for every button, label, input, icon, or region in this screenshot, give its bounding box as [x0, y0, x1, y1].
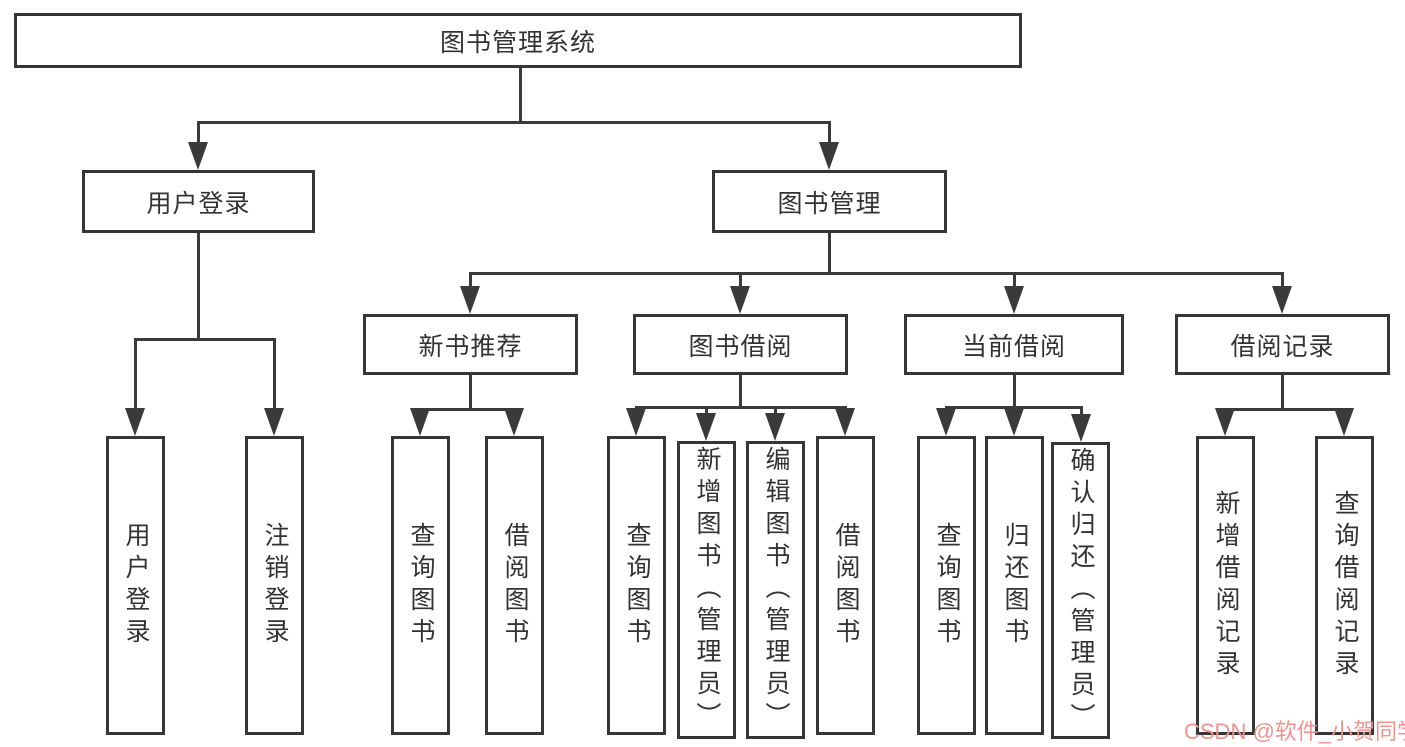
arrow-down-icon	[819, 142, 839, 170]
csdn-watermark: CSDN @软件_小贺同学	[1184, 719, 1405, 744]
connector-drop-current-borrow	[1013, 272, 1016, 292]
arrow-down-icon	[125, 408, 145, 436]
arrow-down-icon	[626, 408, 646, 436]
arrow-down-icon	[1272, 286, 1292, 314]
node-leaf-user-login: 用户登录	[106, 436, 165, 735]
node-label: 查询借阅记录	[1331, 489, 1359, 682]
connector-drop-book-borrow	[739, 272, 742, 292]
connector-drop	[1080, 406, 1083, 418]
connector-drop-book-management	[828, 121, 831, 146]
node-label: 借阅图书	[501, 521, 529, 650]
connector-user-login-stem	[197, 233, 200, 338]
node-leaf-confirm-return-admin: 确认归还（管理员）	[1051, 442, 1110, 739]
node-label: 图书借阅	[688, 332, 793, 361]
connector-drop-user-login	[197, 121, 200, 146]
node-label: 借阅图书	[832, 521, 860, 650]
node-book-management: 图书管理	[712, 170, 947, 233]
connector-new-book-stem	[469, 375, 472, 408]
node-label: 新增借阅记录	[1212, 489, 1240, 682]
connector-drop-new-book	[469, 272, 472, 292]
node-label: 查询图书	[623, 521, 651, 650]
connector-current-borrow-stem	[1013, 375, 1016, 406]
node-label: 确认归还（管理员）	[1067, 446, 1095, 735]
node-new-book-recommend: 新书推荐	[363, 314, 578, 375]
connector-borrow-record-stem	[1281, 375, 1284, 408]
connector-drop	[774, 406, 777, 417]
arrow-down-icon	[696, 413, 716, 441]
node-borrowing-record: 借阅记录	[1175, 314, 1390, 375]
arrow-down-icon	[460, 286, 480, 314]
node-leaf-borrow-books-1: 借阅图书	[485, 436, 544, 735]
node-leaf-query-borrow-record: 查询借阅记录	[1315, 436, 1374, 735]
connector-root-crossbar	[197, 121, 831, 124]
arrow-down-icon	[835, 408, 855, 436]
node-leaf-query-books-1: 查询图书	[391, 436, 450, 735]
node-label: 图书管理系统	[439, 28, 596, 57]
node-label: 注销登录	[261, 521, 289, 650]
node-label: 当前借阅	[961, 332, 1066, 361]
arrow-down-icon	[1004, 408, 1024, 436]
arrow-down-icon	[410, 408, 430, 436]
arrow-down-icon	[188, 142, 208, 170]
node-leaf-logout: 注销登录	[245, 436, 304, 735]
node-leaf-borrow-books-2: 借阅图书	[816, 436, 875, 735]
arrow-down-icon	[504, 408, 524, 436]
node-current-borrowing: 当前借阅	[904, 314, 1124, 375]
connector-book-management-crossbar	[469, 272, 1284, 275]
node-leaf-query-books-2: 查询图书	[607, 436, 666, 735]
connector-book-borrow-crossbar	[635, 406, 847, 409]
connector-new-book-crossbar	[419, 408, 517, 411]
node-leaf-add-book-admin: 新增图书（管理员）	[677, 441, 736, 739]
node-leaf-return-book: 归还图书	[985, 436, 1044, 735]
node-label: 借阅记录	[1230, 332, 1335, 361]
connector-drop-borrow-record	[1281, 272, 1284, 292]
connector-book-management-stem	[828, 233, 831, 272]
connector-borrow-record-crossbar	[1224, 408, 1346, 411]
connector-root-stem	[519, 68, 522, 121]
arrow-down-icon	[1334, 408, 1354, 436]
node-label: 新书推荐	[418, 332, 523, 361]
connector-drop	[705, 406, 708, 417]
node-label: 用户登录	[122, 521, 150, 650]
node-leaf-edit-book-admin: 编辑图书（管理员）	[746, 441, 805, 739]
connector-drop-logout-leaf	[273, 338, 276, 412]
arrow-down-icon	[765, 413, 785, 441]
node-leaf-query-books-3: 查询图书	[917, 436, 976, 735]
node-label: 归还图书	[1001, 521, 1029, 650]
connector-user-login-crossbar	[134, 338, 276, 341]
arrow-down-icon	[730, 286, 750, 314]
arrow-down-icon	[1004, 286, 1024, 314]
node-user-login: 用户登录	[82, 170, 315, 233]
node-book-management-system: 图书管理系统	[14, 13, 1022, 68]
connector-book-borrow-stem	[739, 375, 742, 406]
arrow-down-icon	[1215, 408, 1235, 436]
node-label: 查询图书	[933, 521, 961, 650]
connector-drop-login-leaf	[134, 338, 137, 412]
node-leaf-add-borrow-record: 新增借阅记录	[1196, 436, 1255, 735]
node-label: 图书管理	[777, 189, 882, 218]
node-label: 编辑图书（管理员）	[762, 446, 790, 734]
node-label: 查询图书	[407, 521, 435, 650]
arrow-down-icon	[936, 408, 956, 436]
node-label: 新增图书（管理员）	[693, 446, 721, 734]
arrow-down-icon	[1071, 414, 1091, 442]
node-label: 用户登录	[146, 189, 251, 218]
node-book-borrowing: 图书借阅	[633, 314, 848, 375]
arrow-down-icon	[264, 408, 284, 436]
